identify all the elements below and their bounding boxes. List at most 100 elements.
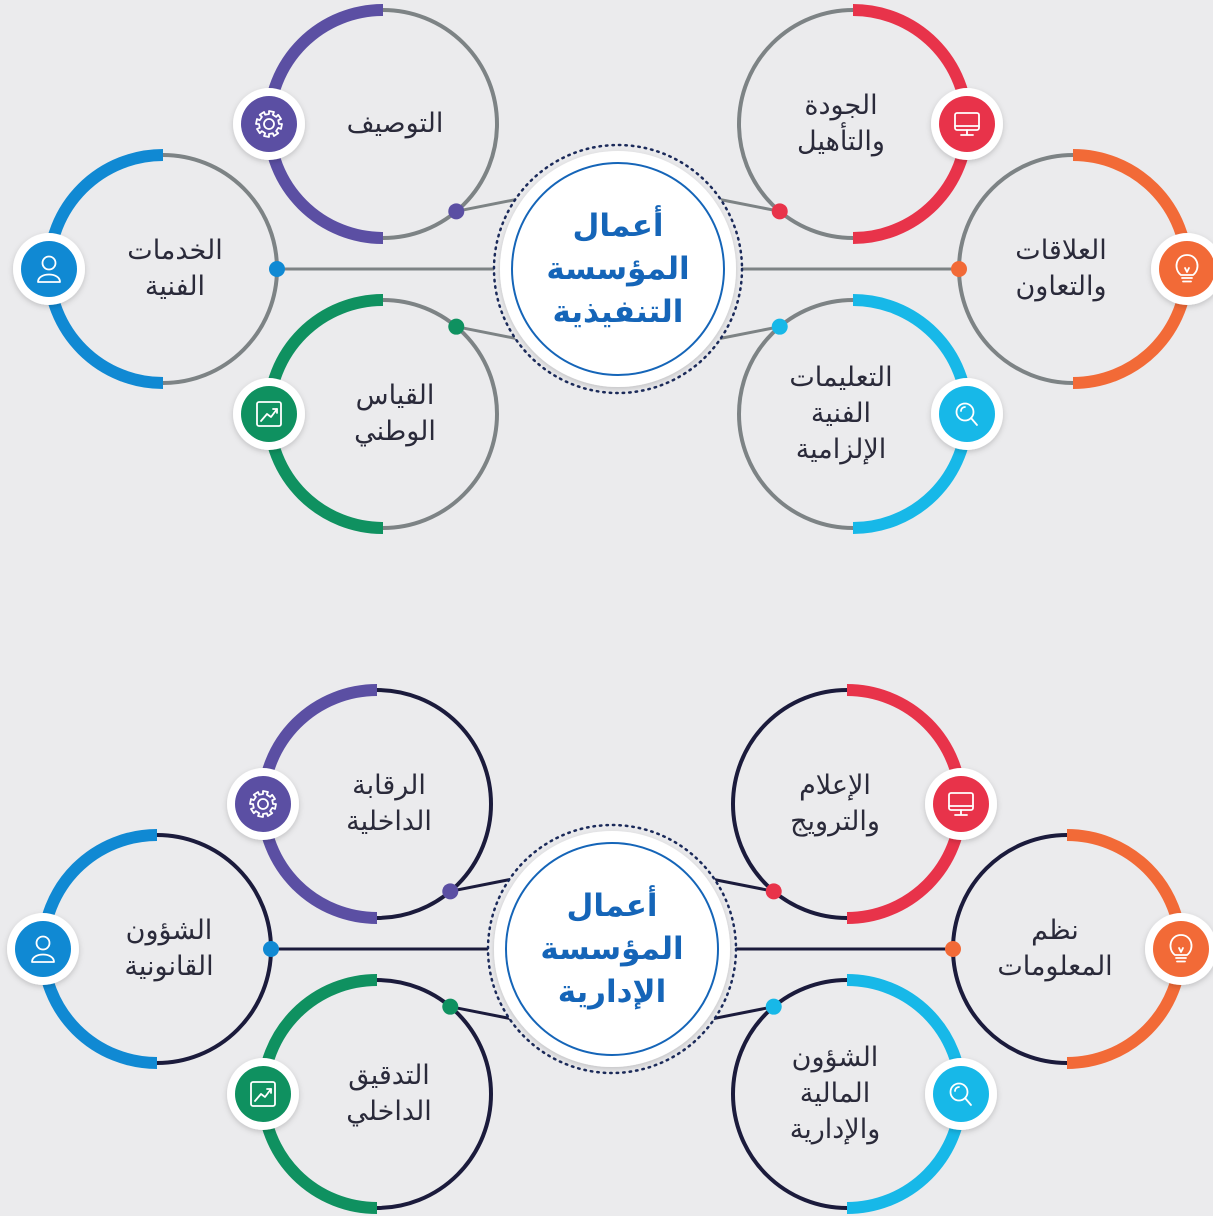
icon-badge xyxy=(235,1066,291,1122)
diagonal-connector xyxy=(449,1005,516,1021)
node-label-line: التعليمات xyxy=(789,362,893,393)
node-label-line: التوصيف xyxy=(346,108,444,139)
node-label-line: المالية xyxy=(799,1078,871,1109)
top-group xyxy=(13,4,1213,534)
connector-dot xyxy=(442,998,459,1015)
node-label-line: القانونية xyxy=(124,951,214,982)
monitor-icon xyxy=(948,792,974,816)
connector-dot xyxy=(951,261,967,277)
node-label-line: الشؤون xyxy=(125,915,213,946)
bottom-node-mr xyxy=(945,829,1213,1069)
diagonal-connector xyxy=(708,877,775,893)
center-title-line: المؤسسة xyxy=(540,930,684,967)
node-label: العلاقات والتعاون xyxy=(971,233,1151,305)
node-label: القياس الوطني xyxy=(305,378,485,450)
top-node-mr xyxy=(951,149,1213,389)
bottom-center-hub xyxy=(486,823,738,1075)
search-icon xyxy=(949,1082,972,1106)
hub-inner-ring xyxy=(511,162,725,376)
icon-badge xyxy=(235,776,291,832)
chart-icon xyxy=(250,1081,276,1107)
icon-badge xyxy=(939,386,995,442)
connector-dot xyxy=(945,941,961,957)
top-node-ml xyxy=(13,149,285,389)
top-node-bl xyxy=(233,294,522,534)
node-label: التعليمات الفنية الإلزامية xyxy=(751,360,931,468)
icon-badge xyxy=(241,96,297,152)
bottom-node-ml xyxy=(7,829,279,1069)
icon-badge xyxy=(939,96,995,152)
node-label-line: والتأهيل xyxy=(797,126,885,157)
top-node-tr xyxy=(714,4,1003,244)
node-label-line: والإدارية xyxy=(789,1114,881,1145)
node-label: الإعلام والترويج xyxy=(745,768,925,840)
diagonal-connector xyxy=(455,197,522,213)
node-label: الرقابة الداخلية xyxy=(299,768,479,840)
gear-icon xyxy=(255,110,283,138)
node-label: التوصيف xyxy=(305,106,485,142)
node-label-line: الوطني xyxy=(354,416,436,447)
icon-badge xyxy=(933,776,989,832)
connector-dot xyxy=(269,261,285,277)
connector-dot xyxy=(765,883,782,900)
center-title-line: أعمال xyxy=(566,887,658,924)
node-label: الخدمات الفنية xyxy=(85,233,265,305)
hub-inner-ring xyxy=(505,842,719,1056)
connector-dot xyxy=(448,203,465,220)
center-title-line: المؤسسة xyxy=(546,250,690,287)
node-label-line: الرقابة xyxy=(352,770,426,801)
node-label-line: القياس xyxy=(355,380,435,411)
top-node-tl xyxy=(233,4,522,244)
bottom-group xyxy=(7,684,1213,1214)
node-label-line: نظم xyxy=(1031,915,1079,946)
node-label: الشؤون المالية والإدارية xyxy=(745,1040,925,1148)
node-label-line: والتعاون xyxy=(1015,271,1107,302)
node-label: الجودة والتأهيل xyxy=(751,88,931,160)
node-label-line: الفنية xyxy=(144,271,206,302)
diagonal-connector xyxy=(714,197,781,213)
icon-badge xyxy=(241,386,297,442)
node-label-line: الداخلية xyxy=(346,806,432,837)
diagonal-connector xyxy=(714,325,781,341)
diagonal-connector xyxy=(708,1005,775,1021)
node-label-line: العلاقات xyxy=(1015,235,1107,266)
node-label-line: الخدمات xyxy=(127,235,223,266)
node-label-line: الجودة xyxy=(804,90,878,121)
node-label-line: الشؤون xyxy=(791,1042,879,1073)
connector-dot xyxy=(771,203,788,220)
lightbulb-icon xyxy=(1169,934,1193,963)
top-center-title: أعمال المؤسسة التنفيذية xyxy=(518,205,718,334)
top-center-hub xyxy=(492,143,744,395)
node-label-line: الفنية xyxy=(810,398,872,429)
connector-dot xyxy=(442,883,459,900)
node-label-line: والترويج xyxy=(790,806,880,837)
diagonal-connector xyxy=(455,325,522,341)
lightbulb-icon xyxy=(1175,254,1199,283)
center-title-line: التنفيذية xyxy=(552,293,684,330)
top-node-br xyxy=(714,294,1003,534)
node-label: التدقيق الداخلي xyxy=(299,1058,479,1130)
node-label-line: التدقيق xyxy=(348,1060,430,1091)
bottom-node-bl xyxy=(227,974,516,1214)
icon-badge xyxy=(933,1066,989,1122)
connector-dot xyxy=(771,318,788,335)
search-icon xyxy=(955,402,978,426)
node-label: الشؤون القانونية xyxy=(79,913,259,985)
icon-badge xyxy=(1153,921,1209,977)
center-title-line: أعمال xyxy=(572,207,664,244)
bottom-node-tr xyxy=(708,684,997,924)
user-icon xyxy=(31,935,55,963)
node-label-line: المعلومات xyxy=(997,951,1113,982)
node-label-line: الداخلي xyxy=(346,1096,432,1127)
bottom-node-br xyxy=(708,974,997,1214)
connector-dot xyxy=(263,941,279,957)
node-label-line: الإلزامية xyxy=(795,434,887,465)
node-label-line: الإعلام xyxy=(799,770,871,801)
node-label: نظم المعلومات xyxy=(965,913,1145,985)
gear-icon xyxy=(249,790,277,818)
connector-dot xyxy=(448,318,465,335)
connector-dot xyxy=(765,998,782,1015)
bottom-node-tl xyxy=(227,684,516,924)
